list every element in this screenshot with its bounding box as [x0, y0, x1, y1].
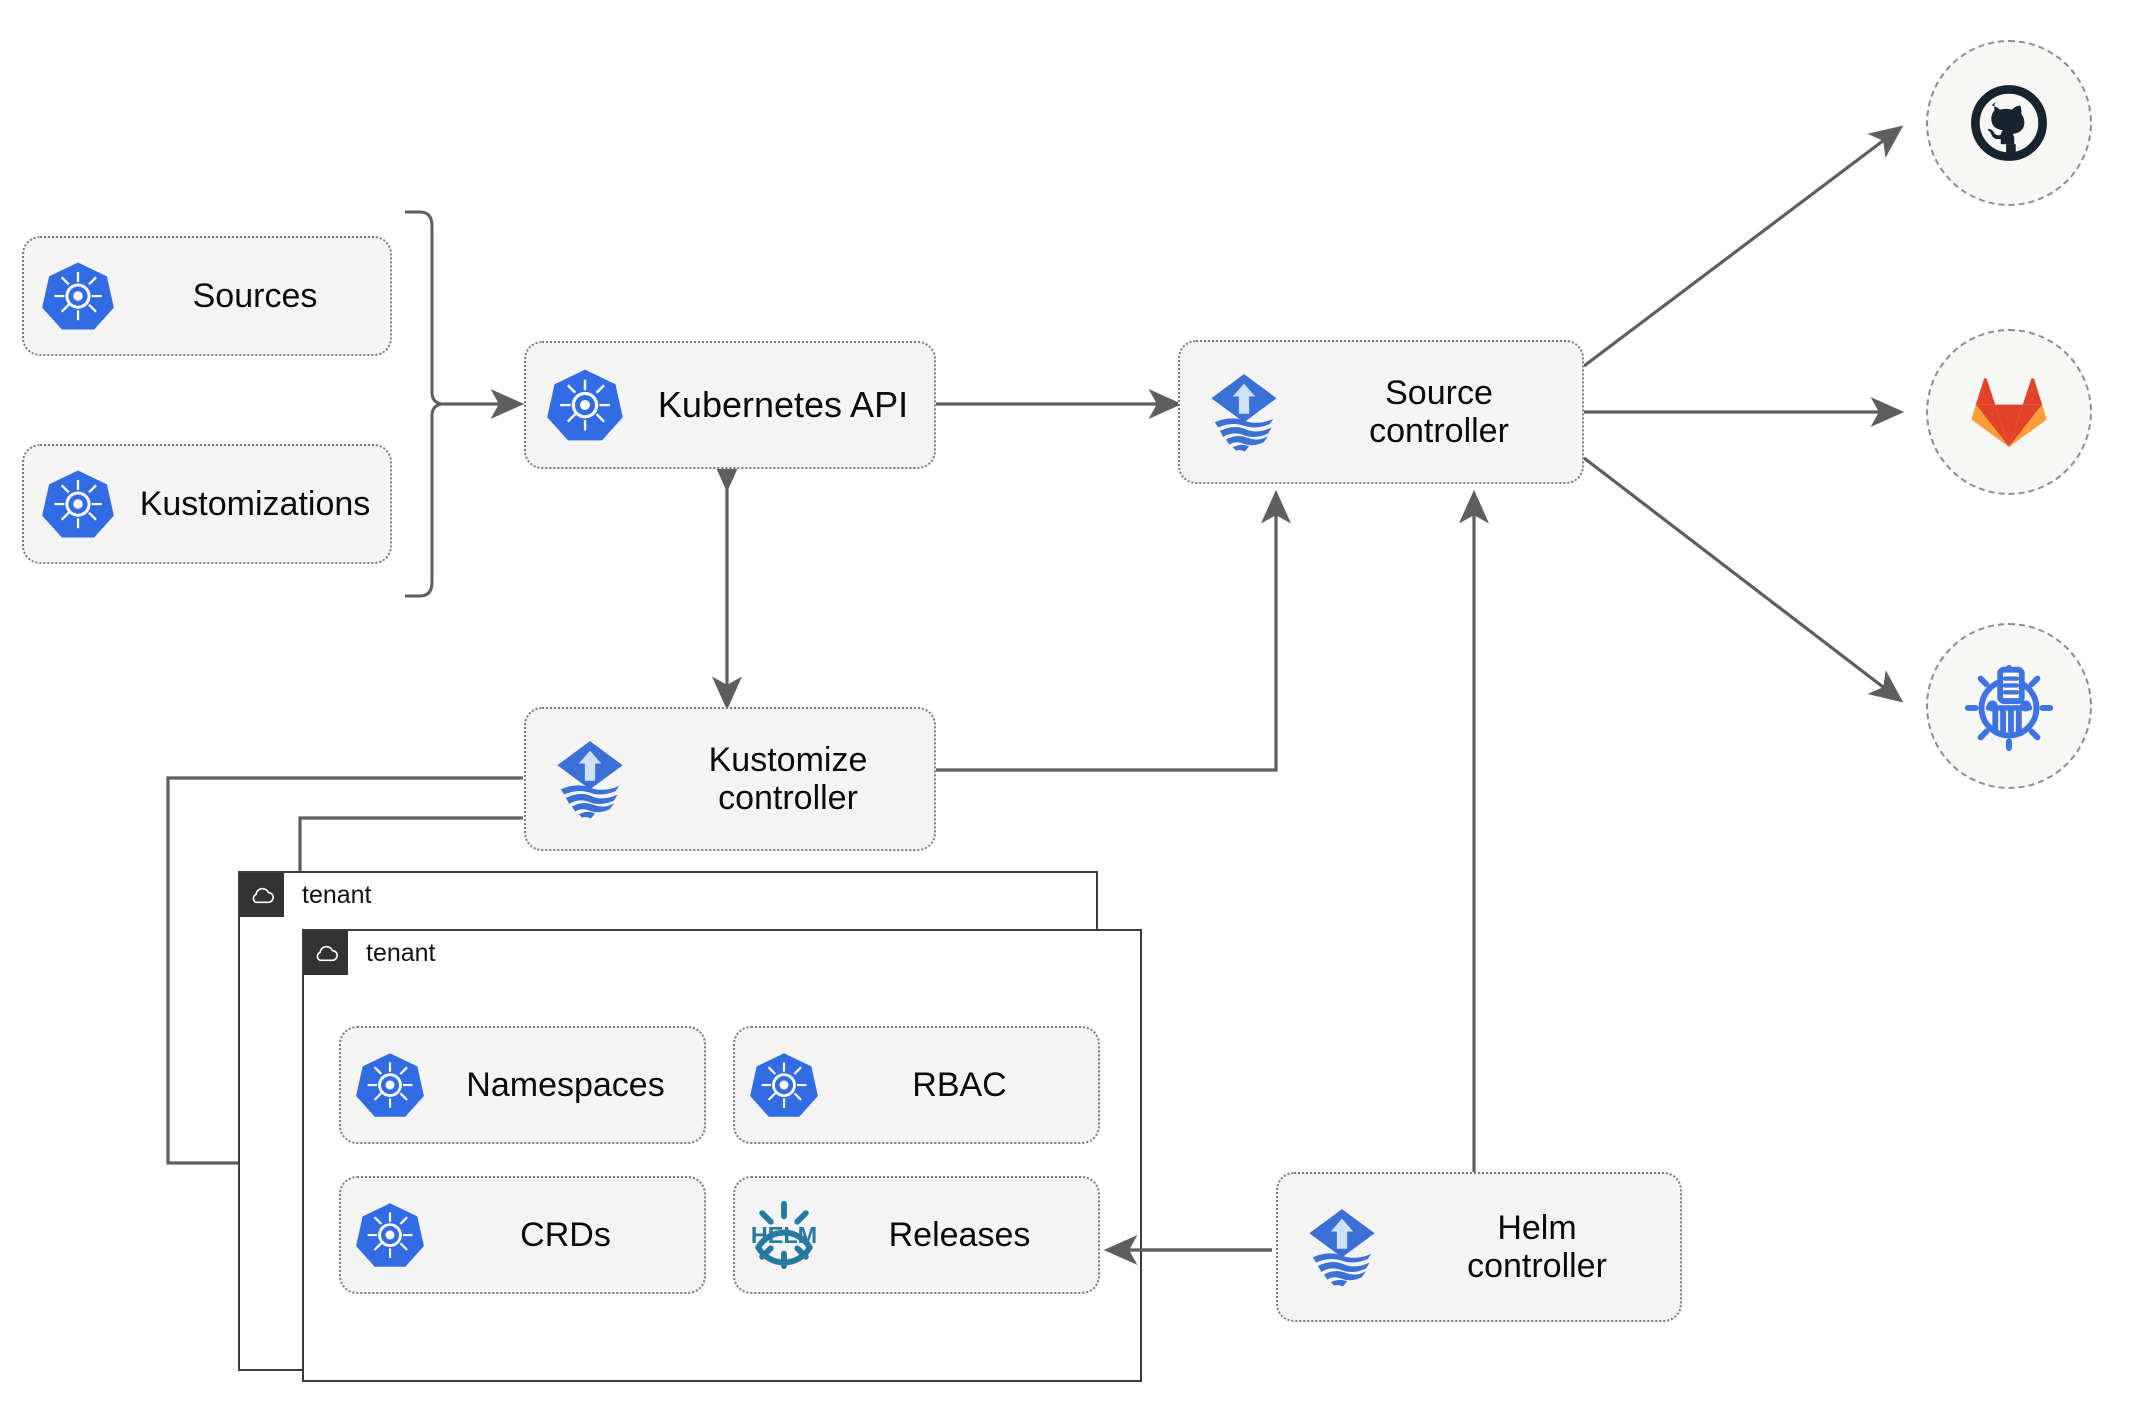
node-label: Helm controller — [1467, 1208, 1607, 1285]
node-label: Sources — [192, 276, 318, 315]
tenant-box-inner[interactable]: tenant — [302, 929, 1142, 1382]
node-label: Releases — [888, 1215, 1031, 1254]
helm-icon: HELM — [735, 1196, 833, 1274]
flux-icon — [1180, 369, 1308, 455]
provider-github[interactable] — [1926, 40, 2092, 206]
chartmuseum-icon — [1964, 664, 2054, 752]
node-kustomizations[interactable]: Kustomizations — [22, 444, 392, 564]
tenant-header: tenant — [240, 873, 1096, 917]
node-source-controller[interactable]: Source controller — [1178, 340, 1584, 484]
node-label: Source controller — [1369, 373, 1509, 450]
node-label: Kustomizations — [139, 484, 371, 523]
edge-resources-bracket — [405, 210, 445, 598]
flux-icon — [1278, 1204, 1406, 1290]
node-rbac[interactable]: RBAC — [733, 1026, 1100, 1144]
node-label: CRDs — [520, 1215, 611, 1254]
kubernetes-icon — [24, 467, 132, 541]
gitlab-icon — [1971, 378, 2047, 447]
node-releases[interactable]: HELM Releases — [733, 1176, 1100, 1294]
tenant-label: tenant — [302, 880, 372, 909]
kubernetes-icon — [526, 366, 644, 444]
node-label: Kubernetes API — [657, 383, 909, 425]
kubernetes-icon — [735, 1050, 833, 1120]
kubernetes-icon — [341, 1200, 439, 1270]
node-sources[interactable]: Sources — [22, 236, 392, 356]
flux-icon — [526, 736, 654, 822]
provider-gitlab[interactable] — [1926, 329, 2092, 495]
svg-text:HELM: HELM — [751, 1222, 817, 1248]
tenant-label: tenant — [366, 938, 436, 967]
node-kubernetes-api[interactable]: Kubernetes API — [524, 341, 936, 469]
node-helm-controller[interactable]: Helm controller — [1276, 1172, 1682, 1322]
provider-chartmuseum[interactable] — [1926, 623, 2092, 789]
node-kustomize-controller[interactable]: Kustomize controller — [524, 707, 936, 851]
tenant-header: tenant — [304, 931, 1140, 975]
node-namespaces[interactable]: Namespaces — [339, 1026, 706, 1144]
edge-sourcectrl-chartmuseum — [1583, 456, 1904, 703]
kubernetes-icon — [341, 1050, 439, 1120]
node-label: Kustomize controller — [708, 740, 868, 817]
node-crds[interactable]: CRDs — [339, 1176, 706, 1294]
cloud-icon — [304, 931, 348, 975]
edge-sourcectrl-github — [1583, 125, 1904, 368]
kubernetes-icon — [24, 259, 132, 333]
node-label: RBAC — [912, 1065, 1007, 1104]
github-icon — [1971, 85, 2047, 161]
node-label: Namespaces — [466, 1065, 665, 1104]
cloud-icon — [240, 873, 284, 917]
edge-kustomizectrl-sourcectrl — [935, 489, 1292, 772]
